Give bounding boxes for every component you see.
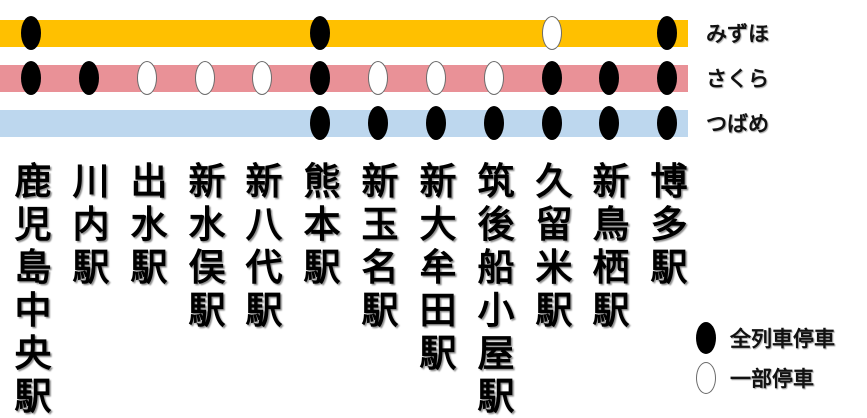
all-trains-stop-marker: [542, 106, 562, 140]
service-name-label: さくら: [706, 67, 769, 91]
station-name: 博多駅: [650, 160, 688, 289]
station-name: 新水俣駅: [188, 160, 226, 332]
station-name: 川内駅: [72, 160, 110, 289]
all-trains-stop-marker: [542, 61, 562, 95]
filled-circle-icon: [696, 322, 716, 354]
legend-label-full-stop: 全列車停車: [730, 327, 835, 351]
all-trains-stop-marker: [599, 106, 619, 140]
station-name: 新八代駅: [245, 160, 283, 332]
all-trains-stop-marker: [310, 106, 330, 140]
station-name: 新玉名駅: [361, 160, 399, 332]
service-name-label: みずほ: [706, 22, 769, 46]
all-trains-stop-marker: [599, 61, 619, 95]
all-trains-stop-marker: [310, 16, 330, 50]
some-trains-stop-marker: [252, 61, 272, 95]
legend-row-partial-stop: 一部停車: [696, 361, 814, 395]
some-trains-stop-marker: [137, 61, 157, 95]
all-trains-stop-marker: [310, 61, 330, 95]
service-line-bar: [0, 109, 688, 137]
some-trains-stop-marker: [368, 61, 388, 95]
some-trains-stop-marker: [542, 16, 562, 50]
all-trains-stop-marker: [21, 61, 41, 95]
some-trains-stop-marker: [484, 61, 504, 95]
station-name: 筑後船小屋駅: [477, 160, 515, 418]
service-line-bar: [0, 64, 688, 92]
all-trains-stop-marker: [368, 106, 388, 140]
station-name: 久留米駅: [535, 160, 573, 332]
all-trains-stop-marker: [657, 106, 677, 140]
open-circle-icon: [696, 362, 716, 394]
service-line-bar: [0, 19, 688, 47]
legend-label-partial-stop: 一部停車: [730, 367, 814, 391]
some-trains-stop-marker: [195, 61, 215, 95]
all-trains-stop-marker: [79, 61, 99, 95]
station-name: 新大牟田駅: [419, 160, 457, 375]
all-trains-stop-marker: [426, 106, 446, 140]
all-trains-stop-marker: [484, 106, 504, 140]
station-name: 熊本駅: [303, 160, 341, 289]
all-trains-stop-marker: [21, 16, 41, 50]
station-name: 出水駅: [130, 160, 168, 289]
legend-row-full-stop: 全列車停車: [696, 321, 835, 355]
station-name: 鹿児島中央駅: [14, 160, 52, 418]
all-trains-stop-marker: [657, 61, 677, 95]
some-trains-stop-marker: [426, 61, 446, 95]
all-trains-stop-marker: [657, 16, 677, 50]
service-name-label: つばめ: [706, 112, 769, 136]
station-name: 新鳥栖駅: [592, 160, 630, 332]
